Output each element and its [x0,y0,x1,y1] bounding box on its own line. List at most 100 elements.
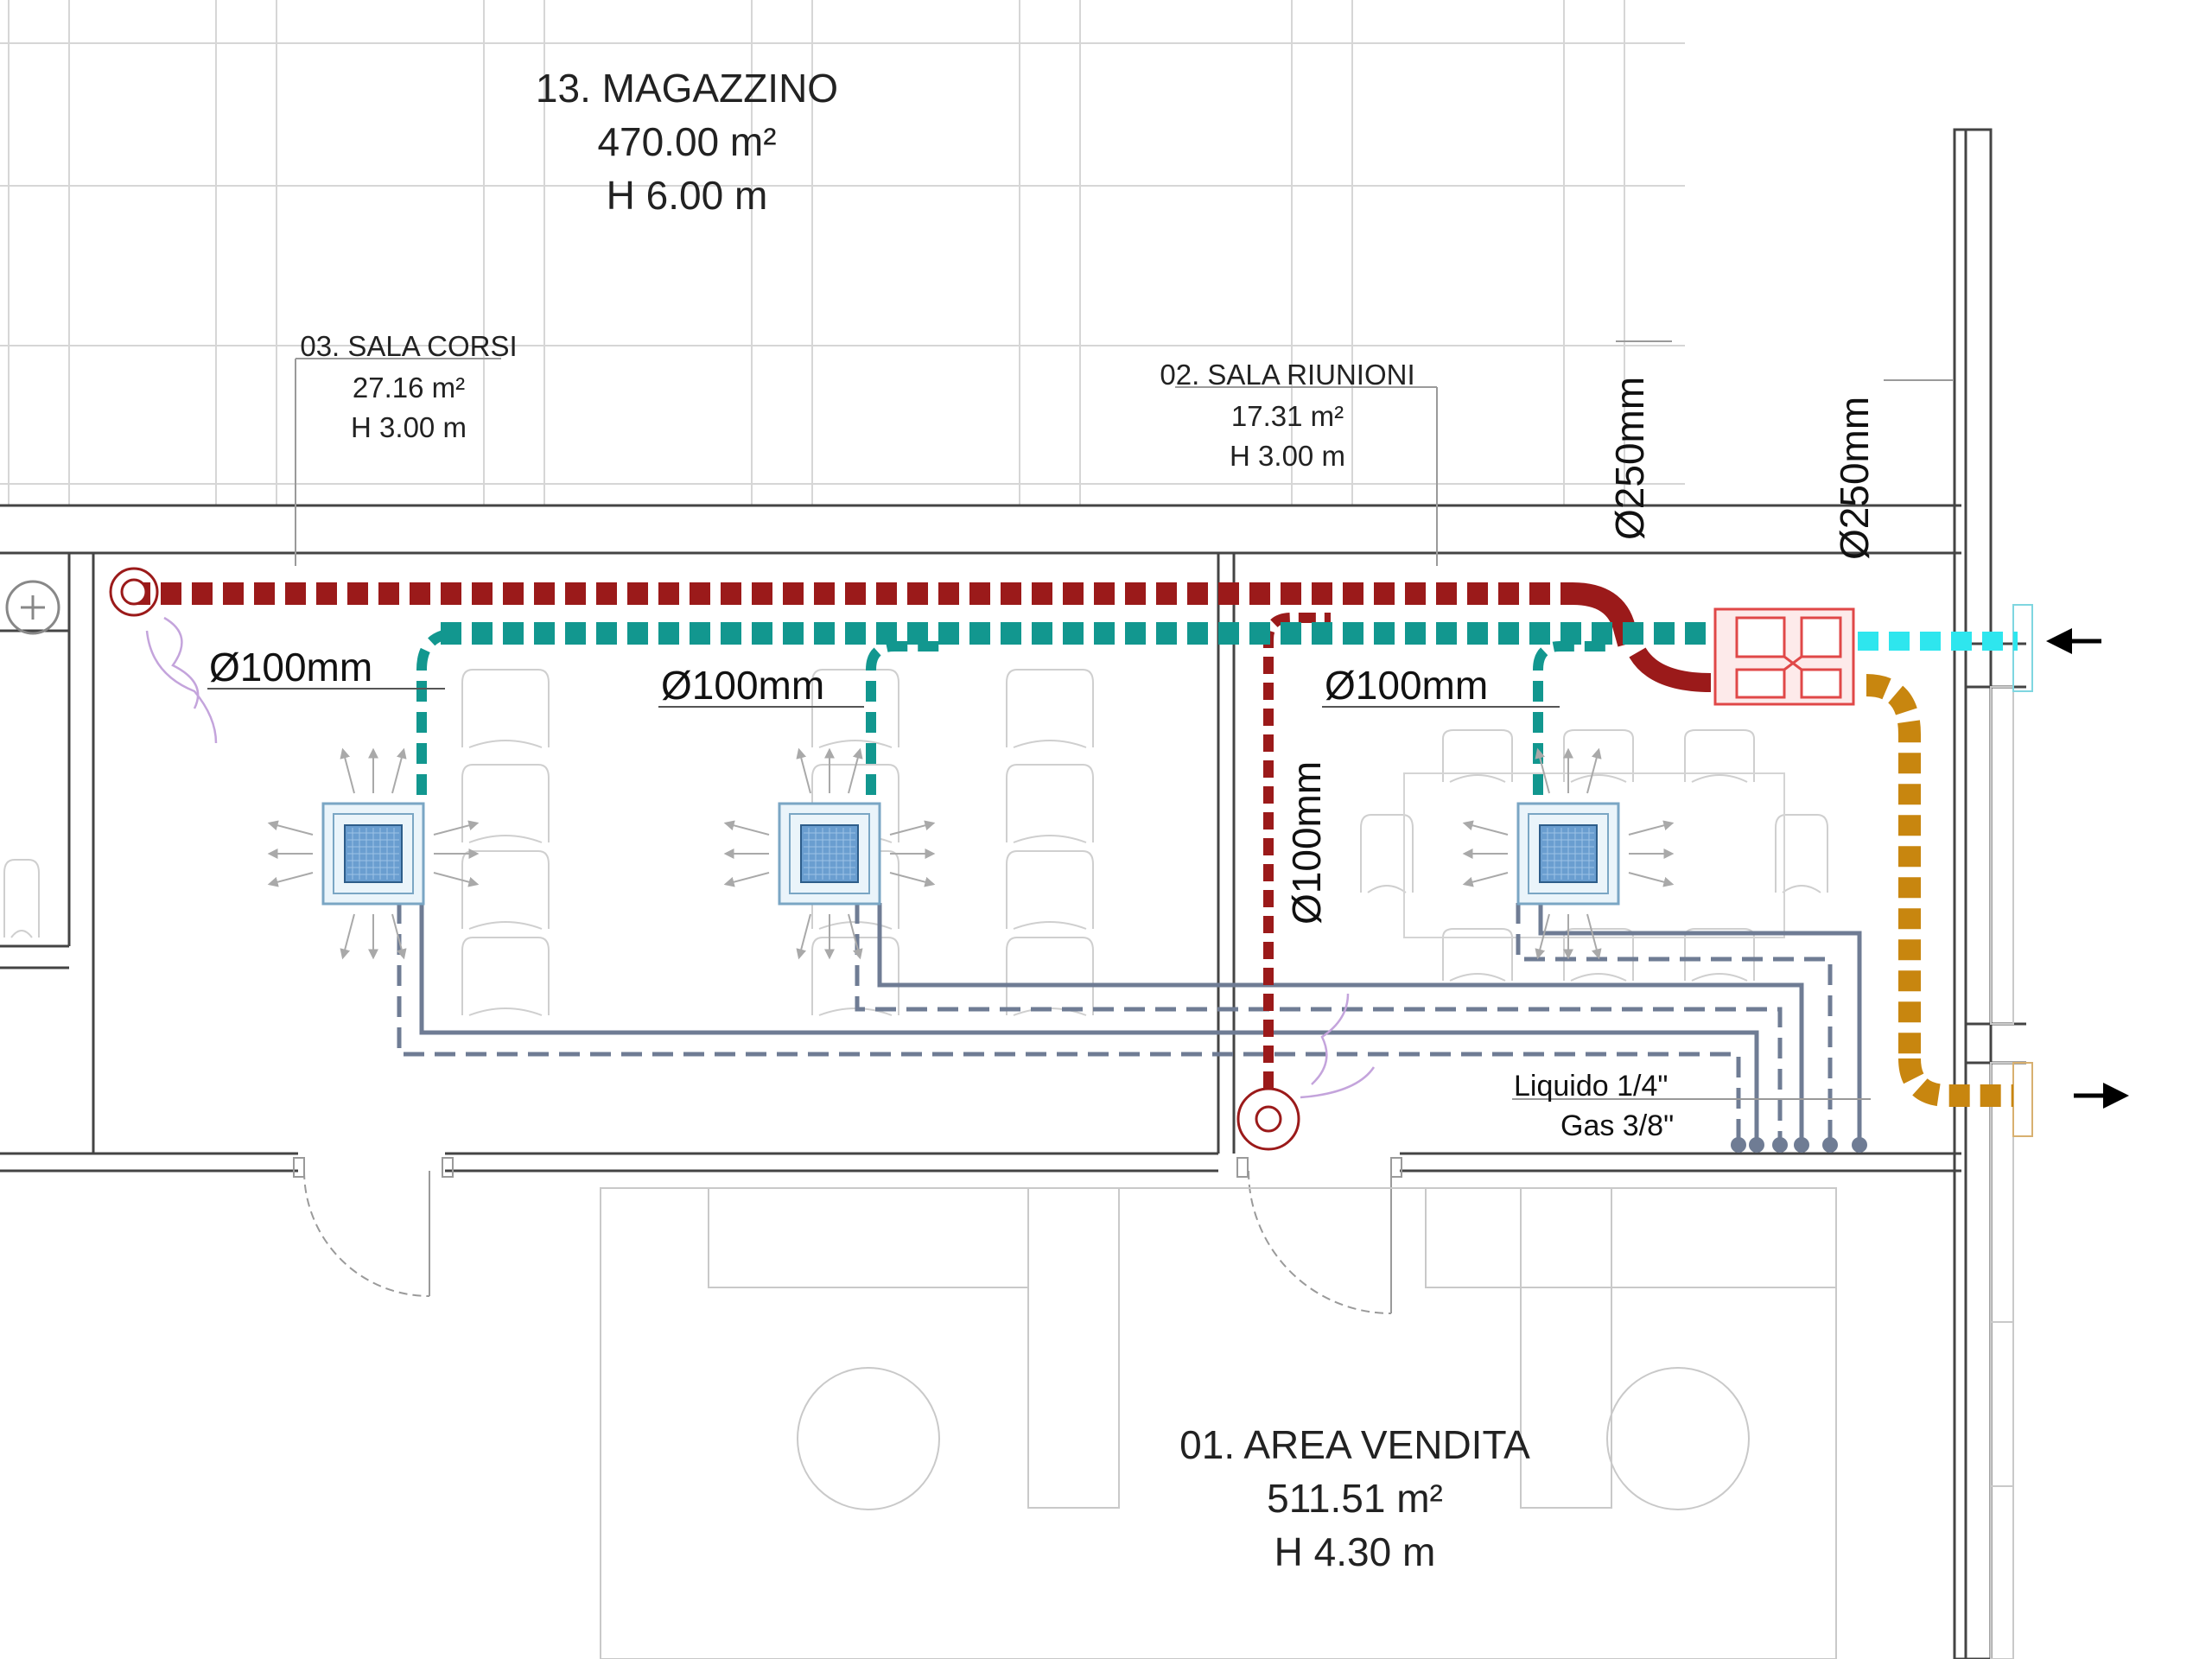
airflow-arrow [340,913,355,960]
room-height: H 4.30 m [1274,1529,1436,1574]
chair [1006,764,1094,843]
airflow-arrow [391,913,407,960]
room-area: 470.00 m² [597,119,776,164]
sales-area-fixtures [600,1187,1837,1659]
chair-seat [1782,885,1821,893]
chair [1563,729,1634,783]
room-name: 01. AREA VENDITA [1179,1422,1530,1467]
room-height: H 6.00 m [607,173,768,218]
chair-outline [461,764,550,842]
heat-recovery-unit-icon [1713,607,1855,706]
chair [461,850,550,930]
airflow-arrow [1535,747,1550,794]
airflow-arrow [848,913,863,960]
chair-outline [1006,764,1094,842]
room-magazzino: 13. MAGAZZINO 470.00 m² H 6.00 m [536,66,838,218]
chair-outline [461,937,550,1015]
airflow-arrow [1462,820,1509,836]
airflow-arrow [723,872,770,887]
airflow-arrow [1586,747,1602,794]
chair [1006,669,1094,748]
chair [1006,850,1094,930]
chair [1775,814,1828,893]
chair-outline [1684,729,1755,782]
airflow-arrow [340,747,355,794]
duct-size-label: Ø250mm [1832,397,1877,560]
duct-size-label: Ø100mm [209,645,372,690]
ceiling-cassette-icon [778,802,881,906]
duct-size-label: Ø100mm [1325,663,1488,708]
chair [1684,729,1755,783]
airflow-arrow [1535,913,1550,960]
chair [1360,814,1414,893]
liquid-line-label: Liquido 1/4" [1514,1070,1668,1103]
room-height: H 3.00 m [1230,440,1345,472]
cassette-inner-frame [1528,813,1609,894]
room-sala-riunioni: 02. SALA RIUNIONI 17.31 m² H 3.00 m [1160,359,1414,472]
cassette-inner-frame [789,813,870,894]
chair-seat [1691,973,1748,982]
room-area: 27.16 m² [353,372,465,404]
airflow-arrow [267,872,314,887]
airflow-arrows [145,616,1376,1099]
duct-size-label: Ø100mm [661,663,824,708]
duct-size-label: Ø100mm [1284,761,1329,925]
ceiling-cassette-icon [321,802,425,906]
chair-outline [1442,928,1513,981]
round-diffuser-icon [5,567,1300,1151]
chair [1442,928,1513,982]
chair-outline [1006,850,1094,929]
room-leaders [295,340,1953,566]
chair-outline [461,669,550,747]
airflow-arrow [1586,913,1602,960]
chair [1006,937,1094,1016]
cassette-airflow-arrows [267,747,1675,960]
room-area-vendita: 01. AREA VENDITA 511.51 m² H 4.30 m [1179,1422,1530,1574]
chair [461,764,550,843]
chair-outline [1006,937,1094,1015]
supply-duct [416,622,1724,795]
chair-seat [1013,740,1087,748]
arrow-left-icon [2046,628,2101,654]
room-height: H 3.00 m [351,411,467,443]
airflow-arrow [1628,872,1675,887]
airflow-arrow [723,820,770,836]
facade-windows [1990,604,2033,1659]
airflow-arrow [433,820,480,836]
room-area: 511.51 m² [1267,1476,1443,1521]
chair-outline [1006,669,1094,747]
airflow-arrow [433,872,480,887]
cassette-inner-frame [333,813,414,894]
building-walls [0,128,2026,1659]
airflow-arrow [391,747,407,794]
chair-seat [468,921,543,930]
exhaust-air-duct [1866,674,2013,1107]
chair-seat [1367,885,1407,893]
room-sala-corsi: 03. SALA CORSI 27.16 m² H 3.00 m [300,330,517,443]
chair-seat [1013,835,1087,843]
room-name: 13. MAGAZZINO [536,66,838,111]
refrigerant-pipes [397,903,1862,1141]
chair-outline [811,669,899,747]
airflow-arrow [1628,820,1675,836]
chair-seat [468,835,543,843]
airflow-arrow [889,872,936,887]
chair-seat [468,1007,543,1016]
chair-outline [461,850,550,929]
chair [3,859,40,938]
airflow-arrow [889,820,936,836]
chair [1442,729,1513,783]
gas-line-label: Gas 3/8" [1560,1109,1674,1142]
chair-seat [1691,774,1748,783]
chair-seat [1013,921,1087,930]
airflow-arrow [1462,872,1509,887]
chair-outline [1563,729,1634,782]
ceiling-cassette-icon [1516,802,1620,906]
airflow-arrow [796,913,811,960]
chair-seat [1449,774,1506,783]
chair [461,669,550,748]
chair-seat [818,740,893,748]
chair-seat [10,930,33,938]
duct-size-label: Ø250mm [1607,377,1652,540]
